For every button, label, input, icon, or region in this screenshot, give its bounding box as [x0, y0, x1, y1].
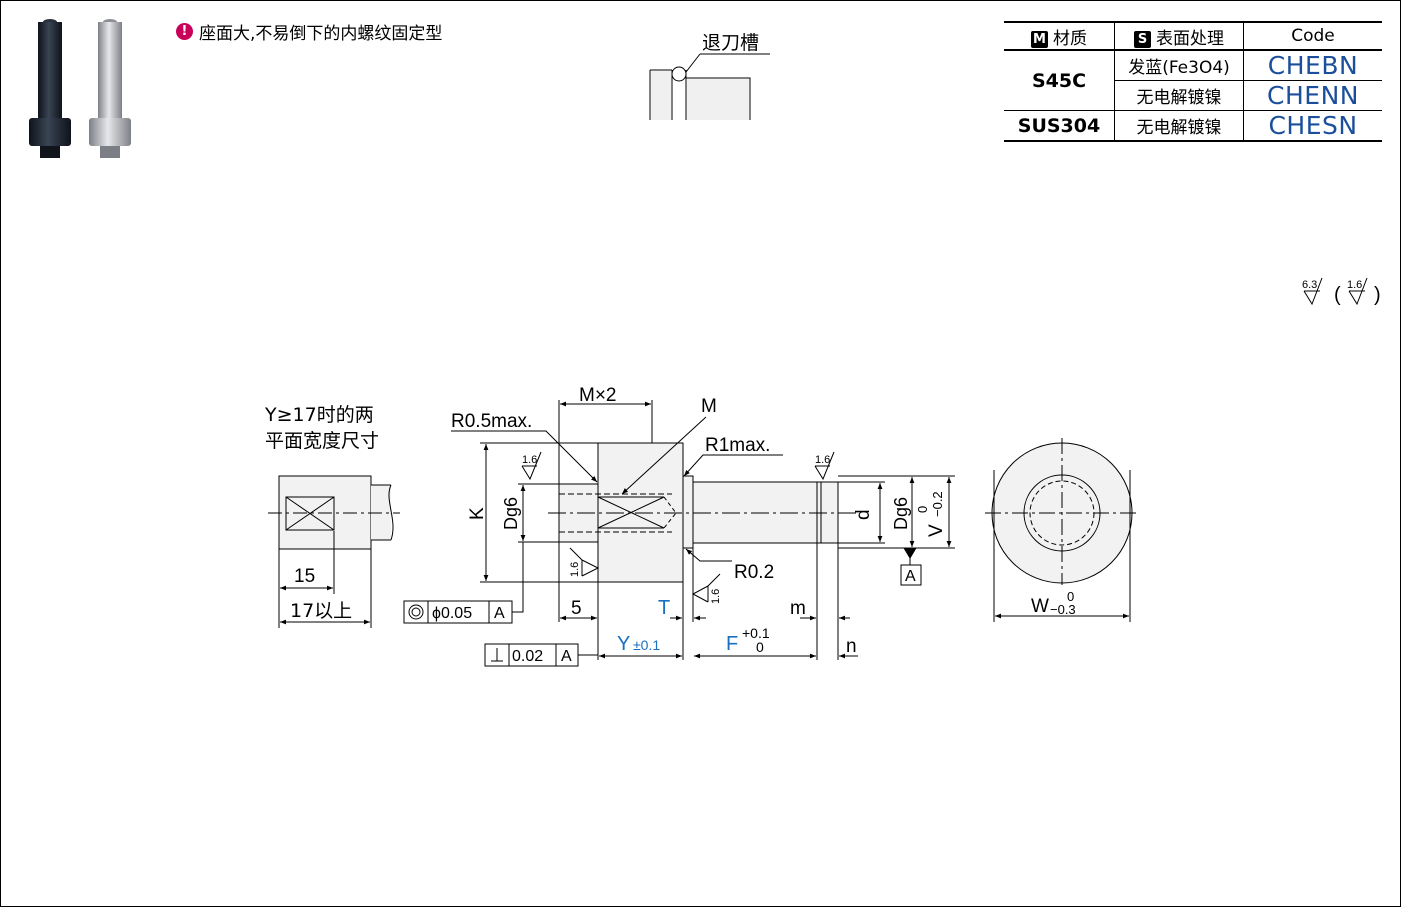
dark-pin-photo [29, 19, 71, 158]
label-m-small: m [790, 598, 806, 619]
flat-note-line1: Y≥17时的两 [264, 404, 374, 426]
label-m-x-2: M×2 [579, 385, 617, 406]
label-y-tol: ±0.1 [633, 637, 660, 653]
perpendicularity-value: 0.02 [512, 648, 543, 665]
perpendicularity-datum: A [561, 648, 572, 665]
label-y: Y [617, 633, 630, 655]
surface-header: S 表面处理 [1114, 21, 1244, 51]
label-f-lower: 0 [756, 639, 764, 655]
feature-note-text: 座面大,不易倒下的内螺纹固定型 [199, 24, 443, 44]
label-r02: R0.2 [734, 562, 774, 583]
code-cell: CHENN [1243, 80, 1382, 111]
label-f: F [726, 633, 738, 655]
roughness-general-value: 6.3 [1302, 279, 1317, 291]
datum-a-right: A [905, 568, 916, 585]
label-v-upper: 0 [915, 506, 930, 513]
label-f-upper: +0.1 [742, 625, 770, 641]
roughness-mark-1: 1.6 [522, 454, 537, 466]
label-t: T [658, 597, 670, 619]
label-v-lower: −0.2 [930, 491, 945, 517]
surface-cell: 无电解镀镍 [1114, 80, 1244, 111]
label-n: n [846, 636, 857, 657]
label-v: V [926, 524, 947, 537]
material-header-label: 材质 [1053, 28, 1087, 49]
pin-main-view: M×2 M R0.5max. R1max. R0.2 K Dg6 1.6 1.6… [403, 385, 955, 667]
surface-tag-icon: S [1134, 30, 1151, 48]
label-dg6-left: Dg6 [501, 497, 521, 530]
code-cell: CHESN [1243, 110, 1382, 142]
code-header: Code [1243, 21, 1382, 51]
roughness-mark-2: 1.6 [569, 562, 581, 577]
label-r1: R1max. [705, 435, 770, 456]
roughness-general: 6.3 ( 1.6 ) [1302, 277, 1381, 306]
label-w: W [1031, 596, 1049, 617]
label-m: M [701, 396, 717, 417]
end-view: W 0 −0.3 [985, 438, 1140, 622]
label-r05: R0.5max. [451, 411, 532, 432]
table-row: SUS304 无电解镀镍 CHESN [1004, 110, 1382, 142]
label-d: d [853, 509, 874, 520]
silver-pin-photo [89, 19, 131, 158]
material-cell: SUS304 [1004, 110, 1115, 142]
exclamation-icon: ! [176, 23, 193, 40]
dim-5: 5 [571, 598, 582, 619]
dim-15: 15 [294, 566, 315, 587]
dim-17up: 17以上 [290, 600, 352, 622]
coaxiality-value: ϕ0.05 [432, 605, 472, 622]
roughness-mark-3: 1.6 [710, 589, 722, 604]
label-w-lower: −0.3 [1050, 602, 1076, 617]
roughness-mark-4: 1.6 [815, 454, 830, 466]
svg-text:): ) [1374, 284, 1381, 306]
groove-label: 退刀槽 [702, 32, 759, 54]
label-k: K [467, 507, 488, 520]
surface-header-label: 表面处理 [1156, 28, 1224, 49]
coaxiality-datum: A [494, 605, 505, 622]
side-view-flats: Y≥17时的两 平面宽度尺寸 15 17以上 [264, 404, 400, 628]
groove-detail: 退刀槽 [649, 32, 770, 120]
flat-note-line2: 平面宽度尺寸 [265, 430, 379, 452]
feature-note: ! 座面大,不易倒下的内螺纹固定型 [176, 19, 442, 44]
material-header: M 材质 [1004, 21, 1115, 51]
table-header-row: M 材质 S 表面处理 Code [1004, 21, 1382, 51]
svg-text:(: ( [1334, 284, 1341, 306]
material-tag-icon: M [1031, 30, 1048, 48]
surface-cell: 无电解镀镍 [1114, 110, 1244, 142]
roughness-specific-value: 1.6 [1347, 279, 1362, 291]
material-cell: S45C [1004, 49, 1115, 111]
label-w-upper: 0 [1067, 589, 1074, 604]
label-dg6-right: Dg6 [891, 497, 911, 530]
table-row: 无电解镀镍 CHENN [1004, 80, 1382, 111]
